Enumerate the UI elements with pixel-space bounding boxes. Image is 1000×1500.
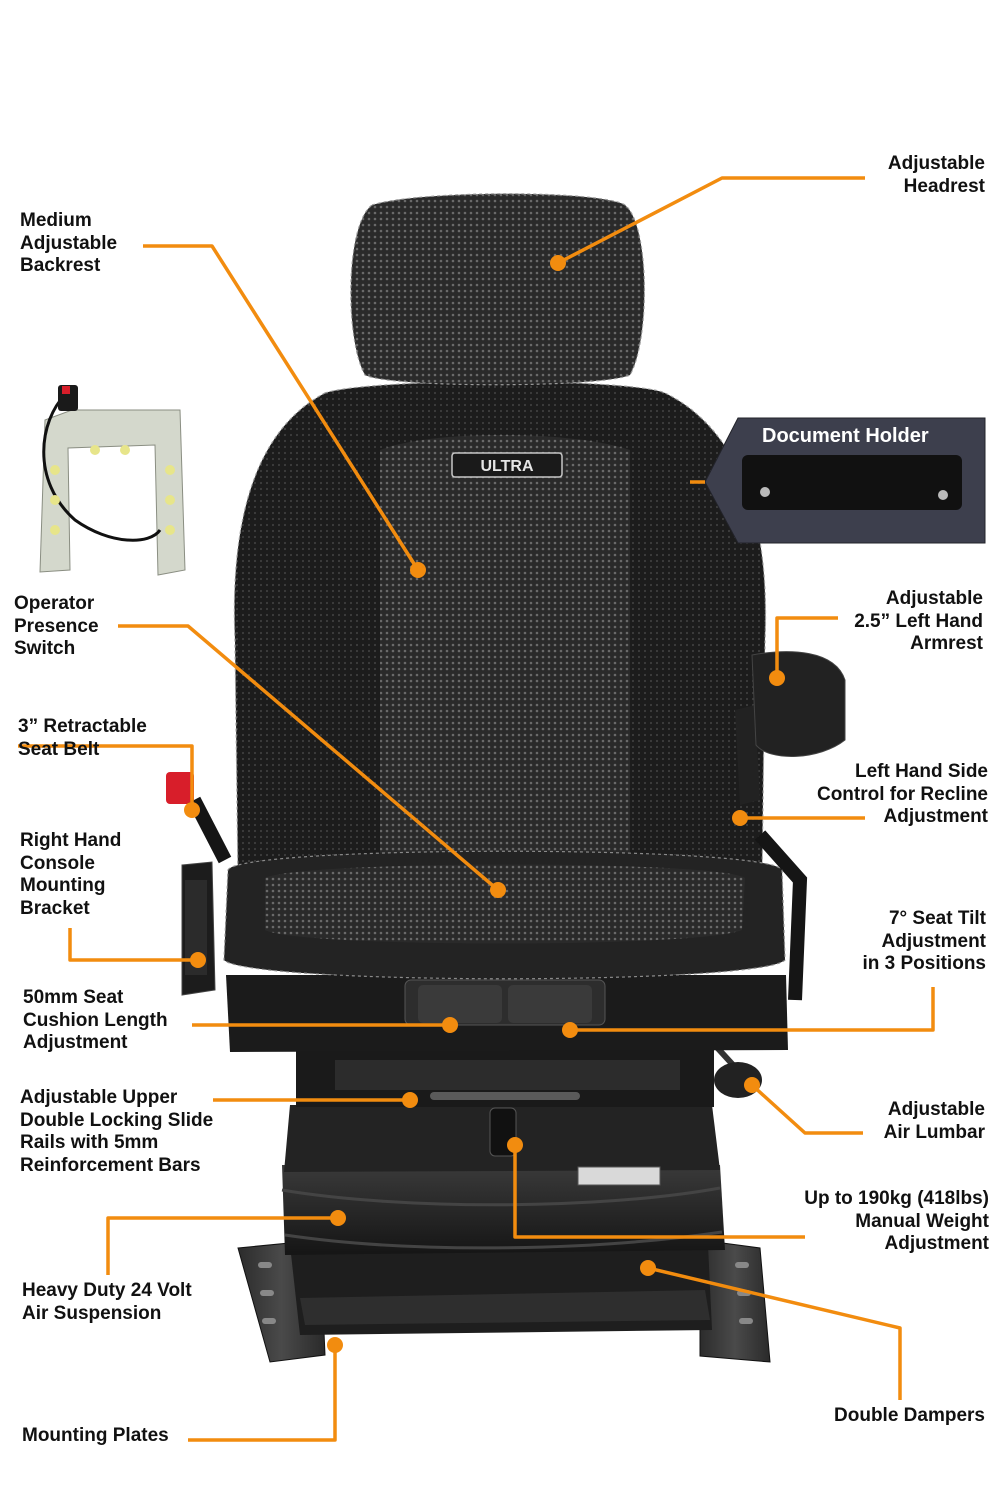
callout-seat-tilt: 7° Seat Tilt Adjustment in 3 Positions (862, 908, 986, 974)
slide-rails (296, 1039, 762, 1107)
air-suspension-base (281, 1105, 725, 1335)
leader-lines (18, 176, 935, 1442)
callout-headrest: Adjustable Headrest (887, 153, 985, 197)
callout-slide-rails: Adjustable Upper Double Locking Slide Ra… (20, 1087, 214, 1176)
leader-dots (184, 255, 785, 1353)
headrest (350, 193, 645, 386)
callout-operator-presence-switch: Operator Presence Switch (14, 593, 99, 659)
operator-presence-switch-image (39, 385, 186, 576)
callout-seat-belt: 3” Retractable Seat Belt (18, 716, 147, 760)
brand-logo: ULTRA (480, 458, 533, 475)
console-bracket (181, 861, 216, 996)
seat-cushion (223, 850, 786, 980)
document-holder-tag (704, 417, 986, 544)
callout-backrest: Medium Adjustable Backrest (20, 210, 118, 276)
callout-mounting-plates: Mounting Plates (22, 1425, 169, 1446)
callout-cushion-length: 50mm Seat Cushion Length Adjustment (23, 987, 168, 1053)
callout-double-dampers: Double Dampers (834, 1405, 985, 1426)
callout-recline-control: Left Hand Side Control for Recline Adjus… (816, 761, 988, 827)
cushion-frame (226, 975, 788, 1052)
callout-weight-adjustment: Up to 190kg (418lbs) Manual Weight Adjus… (804, 1188, 989, 1254)
callout-console-bracket: Right Hand Console Mounting Bracket (20, 830, 122, 919)
callout-armrest: Adjustable 2.5” Left Hand Armrest (854, 588, 983, 654)
callout-air-suspension: Heavy Duty 24 Volt Air Suspension (22, 1280, 192, 1324)
callout-air-lumbar: Adjustable Air Lumbar (883, 1099, 985, 1143)
backrest: ULTRA (233, 381, 767, 881)
callout-document-holder: Document Holder (762, 425, 929, 447)
